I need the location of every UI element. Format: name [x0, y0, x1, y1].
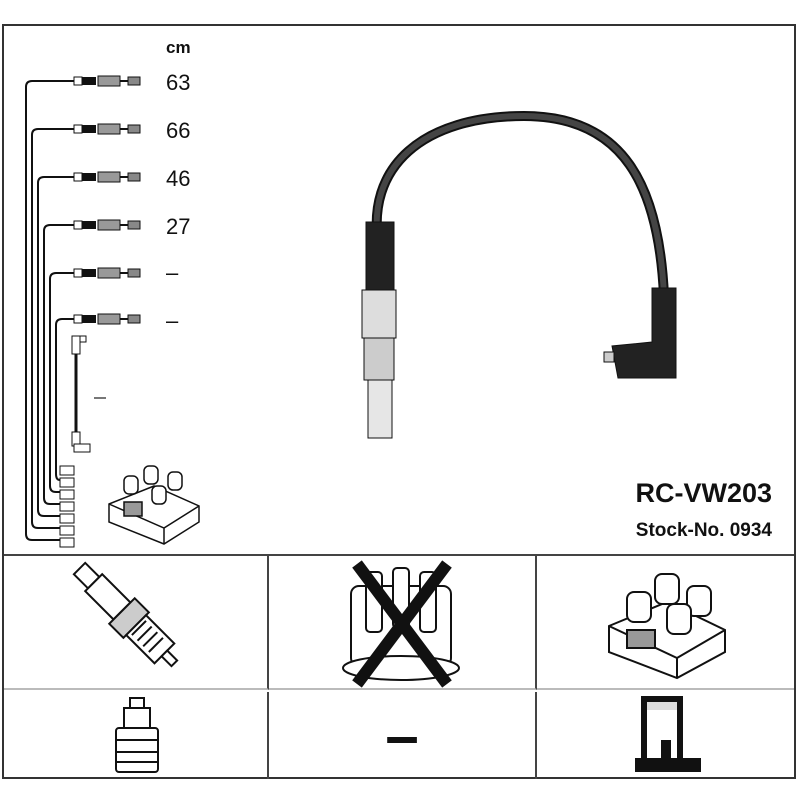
coil-lead [71, 335, 106, 453]
cable-length-2: 66 [166, 118, 191, 143]
coil-boot [603, 287, 677, 379]
ignition-coil-cell [537, 556, 794, 690]
end-terminals [59, 465, 75, 548]
model-number: RC-VW203 [635, 478, 772, 508]
spark-plug-cell [4, 556, 269, 690]
distributor-terminal-none: – [385, 702, 419, 769]
distributor-cap-crossed-icon [342, 560, 460, 688]
stock-number: Stock-No. 0934 [635, 520, 772, 541]
main-cable [371, 110, 669, 301]
cable-length-1: 63 [166, 70, 191, 95]
coil-terminal-cell [537, 692, 794, 779]
coil-terminal-icon [635, 696, 701, 772]
product-sheet: cm 63 66 46 27 – – – RC-VW203 Stock-No. … [2, 24, 796, 779]
cable-length-6: – [166, 308, 179, 333]
coil-small-icon [108, 465, 200, 545]
cable-set-panel: cm 63 66 46 27 – – – RC-VW203 Stock-No. … [4, 26, 794, 556]
ignition-coil-icon [608, 573, 726, 680]
cable-length-5: – [166, 260, 179, 285]
length-unit: cm [166, 38, 191, 57]
cable-length-3: 46 [166, 166, 191, 191]
distributor-terminal-cell: – [269, 692, 537, 779]
cable-connectors [73, 75, 141, 325]
plug-terminal-cell [4, 692, 269, 779]
cable-length-4: 27 [166, 214, 191, 239]
cable-set-diagram [25, 75, 677, 548]
plug-terminal-icon [115, 697, 159, 773]
plug-boot [361, 221, 397, 439]
spark-plug-icon [72, 561, 179, 668]
distributor-cap-cell [269, 556, 537, 690]
